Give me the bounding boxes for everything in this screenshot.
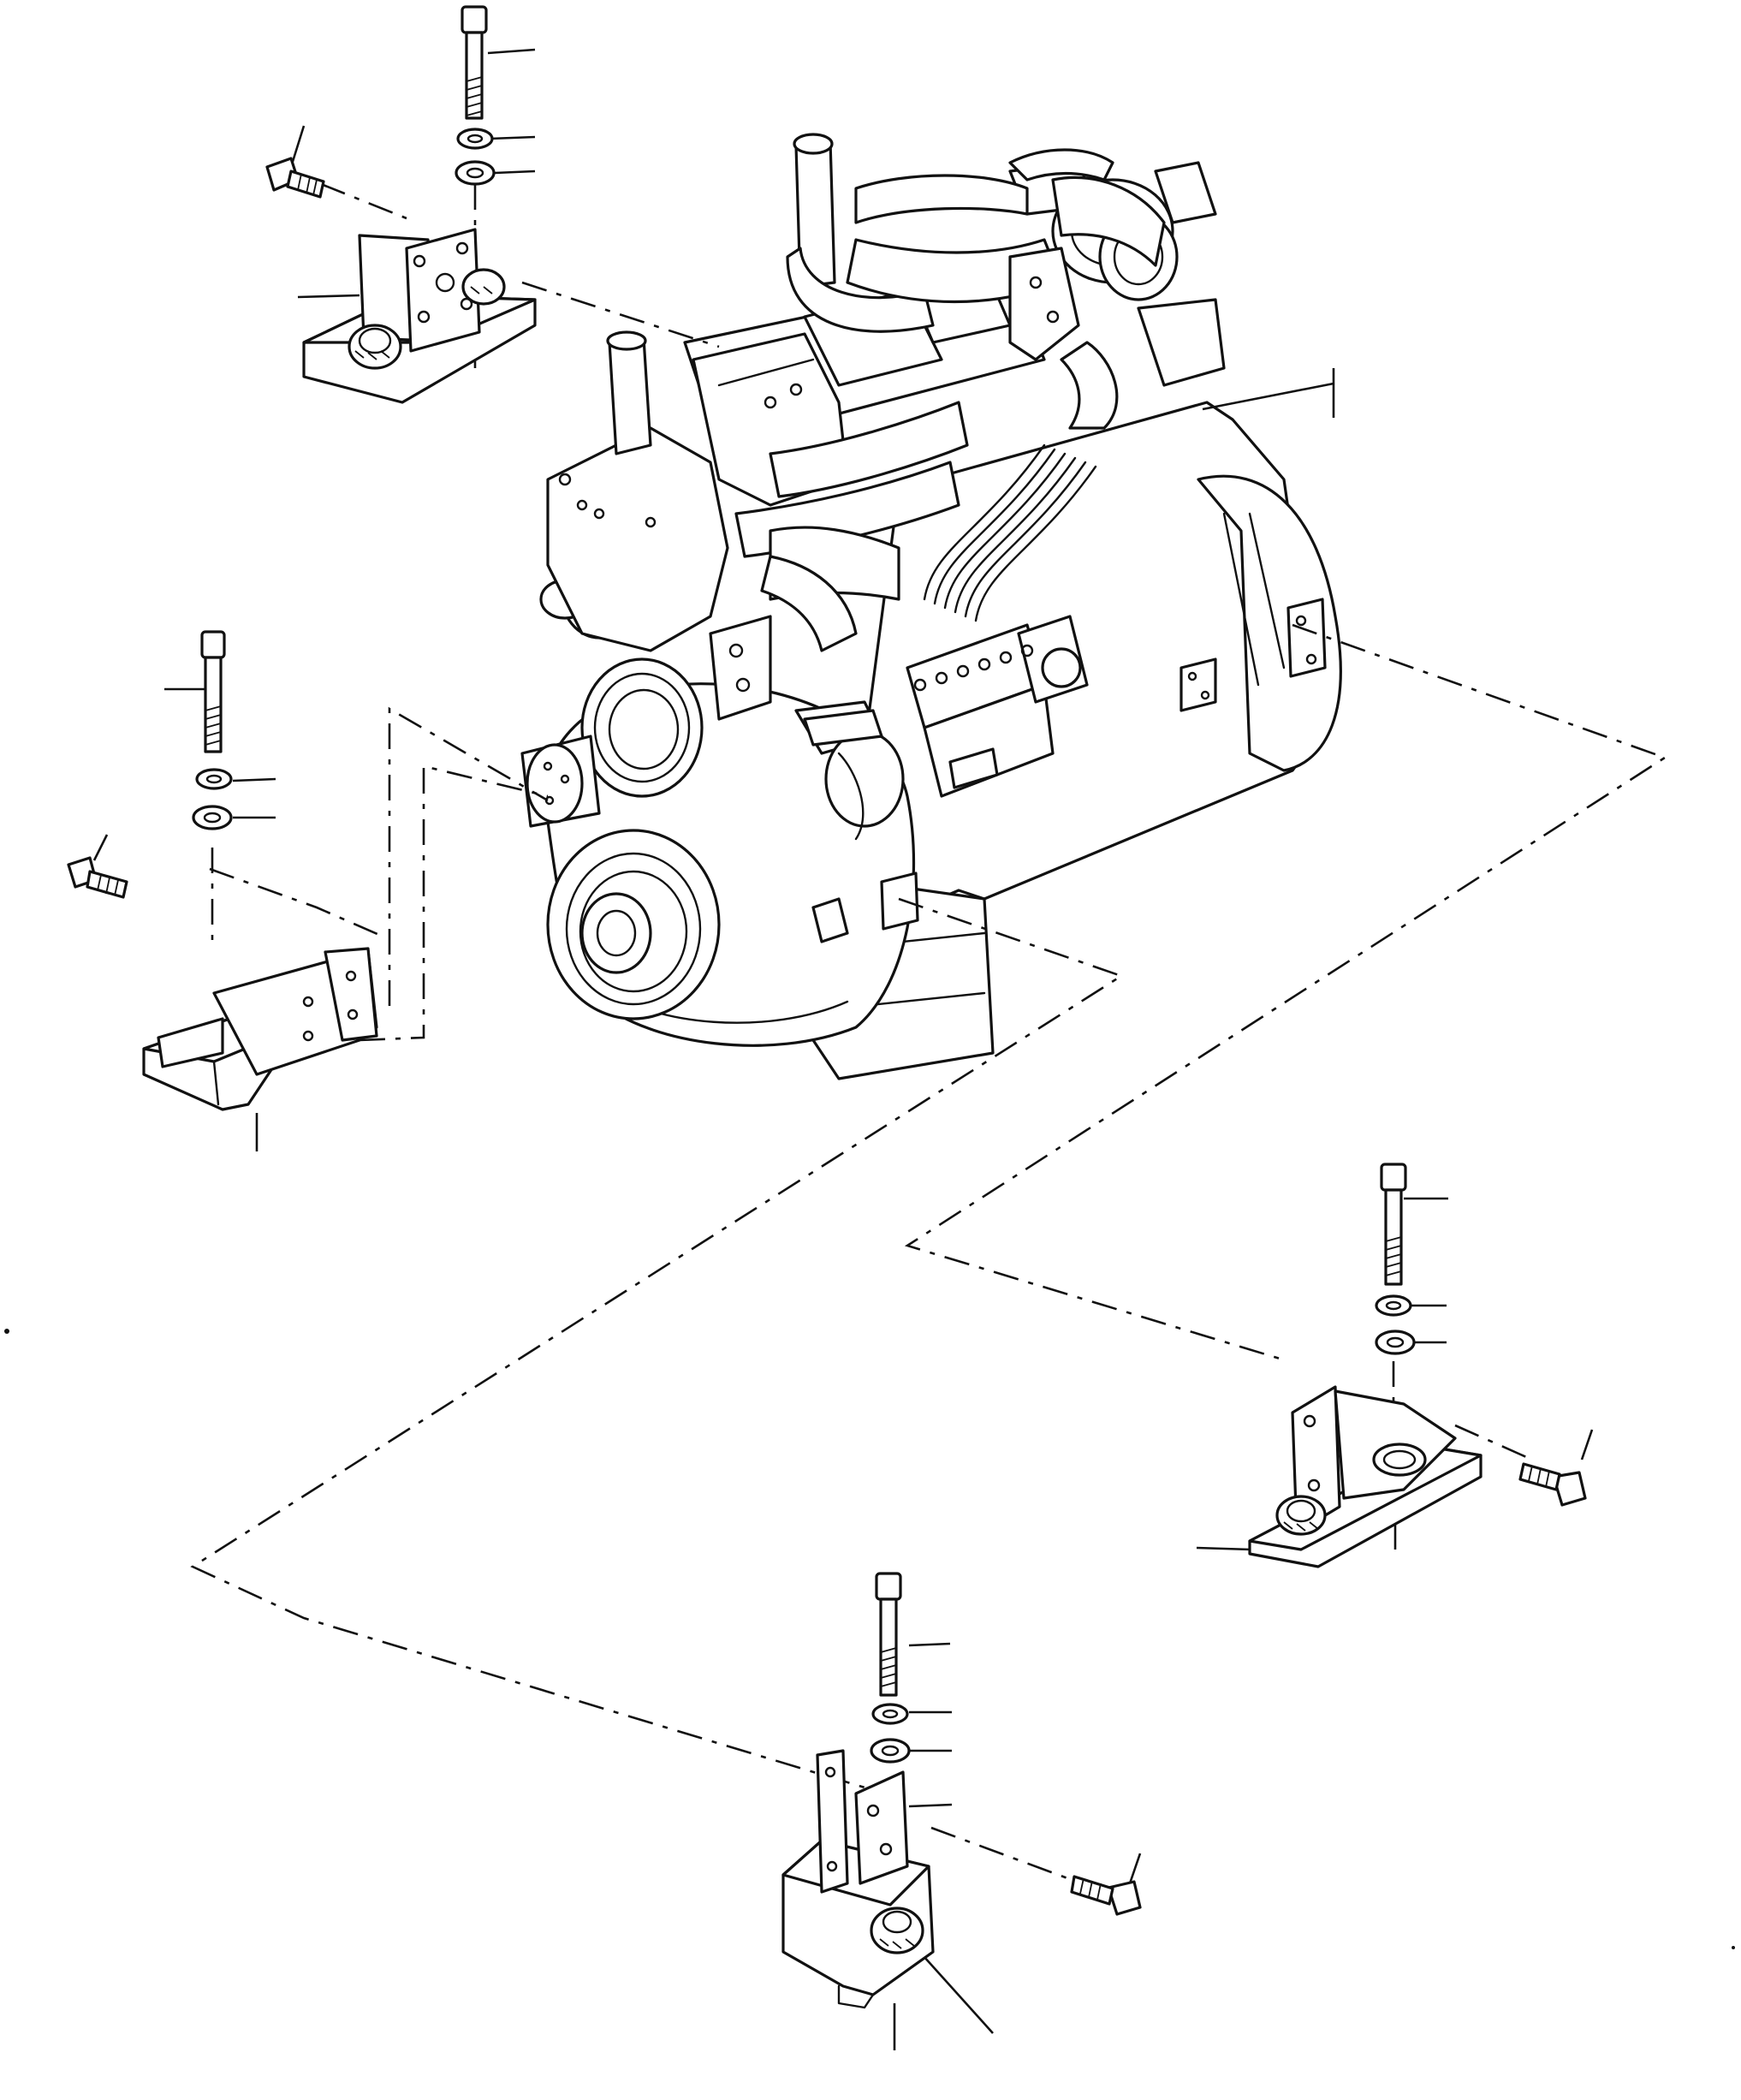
flat-washer [455,160,496,186]
mount-bolt [200,630,226,753]
lock-washer [871,1703,909,1725]
lock-washer [456,128,494,150]
side-bolt [1518,1462,1587,1507]
mount-front-left [265,5,537,404]
side-bolt [67,856,128,899]
mount-bolt [1380,1163,1407,1286]
flat-washer [1375,1330,1416,1355]
lock-washer [195,768,233,790]
engine-assembly [520,133,1342,1080]
mount-rear-right [1248,1163,1587,1568]
stray-mark [1732,1946,1735,1949]
mount-bolt [875,1572,902,1697]
flat-washer [192,805,233,830]
mount-front-right [781,1572,1142,2009]
side-bolt [1070,1875,1142,1916]
flat-washer [870,1738,911,1764]
leader-lines [92,48,1594,2050]
side-bolt [265,157,325,199]
mount-rear-left [67,630,378,1111]
stray-mark [4,1329,9,1334]
lock-washer [1375,1294,1412,1317]
assembly-lines [190,182,1667,1881]
mount-bolt [461,5,488,120]
